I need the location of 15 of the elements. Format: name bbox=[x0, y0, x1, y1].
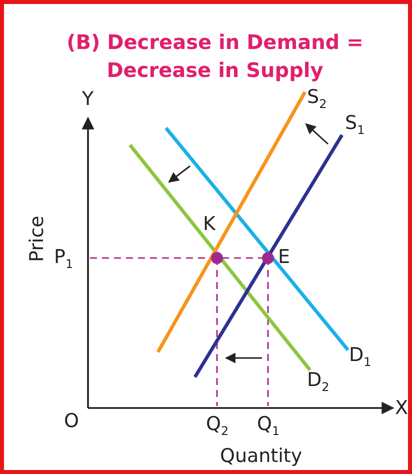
curve-label: D$_{2}$ bbox=[307, 371, 330, 393]
curve-label: S$_{1}$ bbox=[345, 114, 365, 136]
diagram-title: (B) Decrease in Demand = Decrease in Supply bbox=[66, 29, 364, 84]
axis-label: X bbox=[395, 399, 408, 418]
tick-label: Q$_{1}$ bbox=[257, 415, 280, 437]
tick-label: P$_{1}$ bbox=[54, 248, 74, 270]
point-label: K bbox=[203, 215, 216, 234]
point-label: E bbox=[278, 248, 290, 267]
curve-label: D$_{1}$ bbox=[349, 346, 372, 368]
origin-label: O bbox=[64, 412, 79, 431]
axis-label: Y bbox=[82, 90, 94, 109]
axis-title: Quantity bbox=[220, 447, 302, 466]
axis-title: Price bbox=[28, 216, 47, 262]
curve-label: S$_{2}$ bbox=[307, 88, 327, 110]
tick-label: Q$_{2}$ bbox=[206, 415, 229, 437]
